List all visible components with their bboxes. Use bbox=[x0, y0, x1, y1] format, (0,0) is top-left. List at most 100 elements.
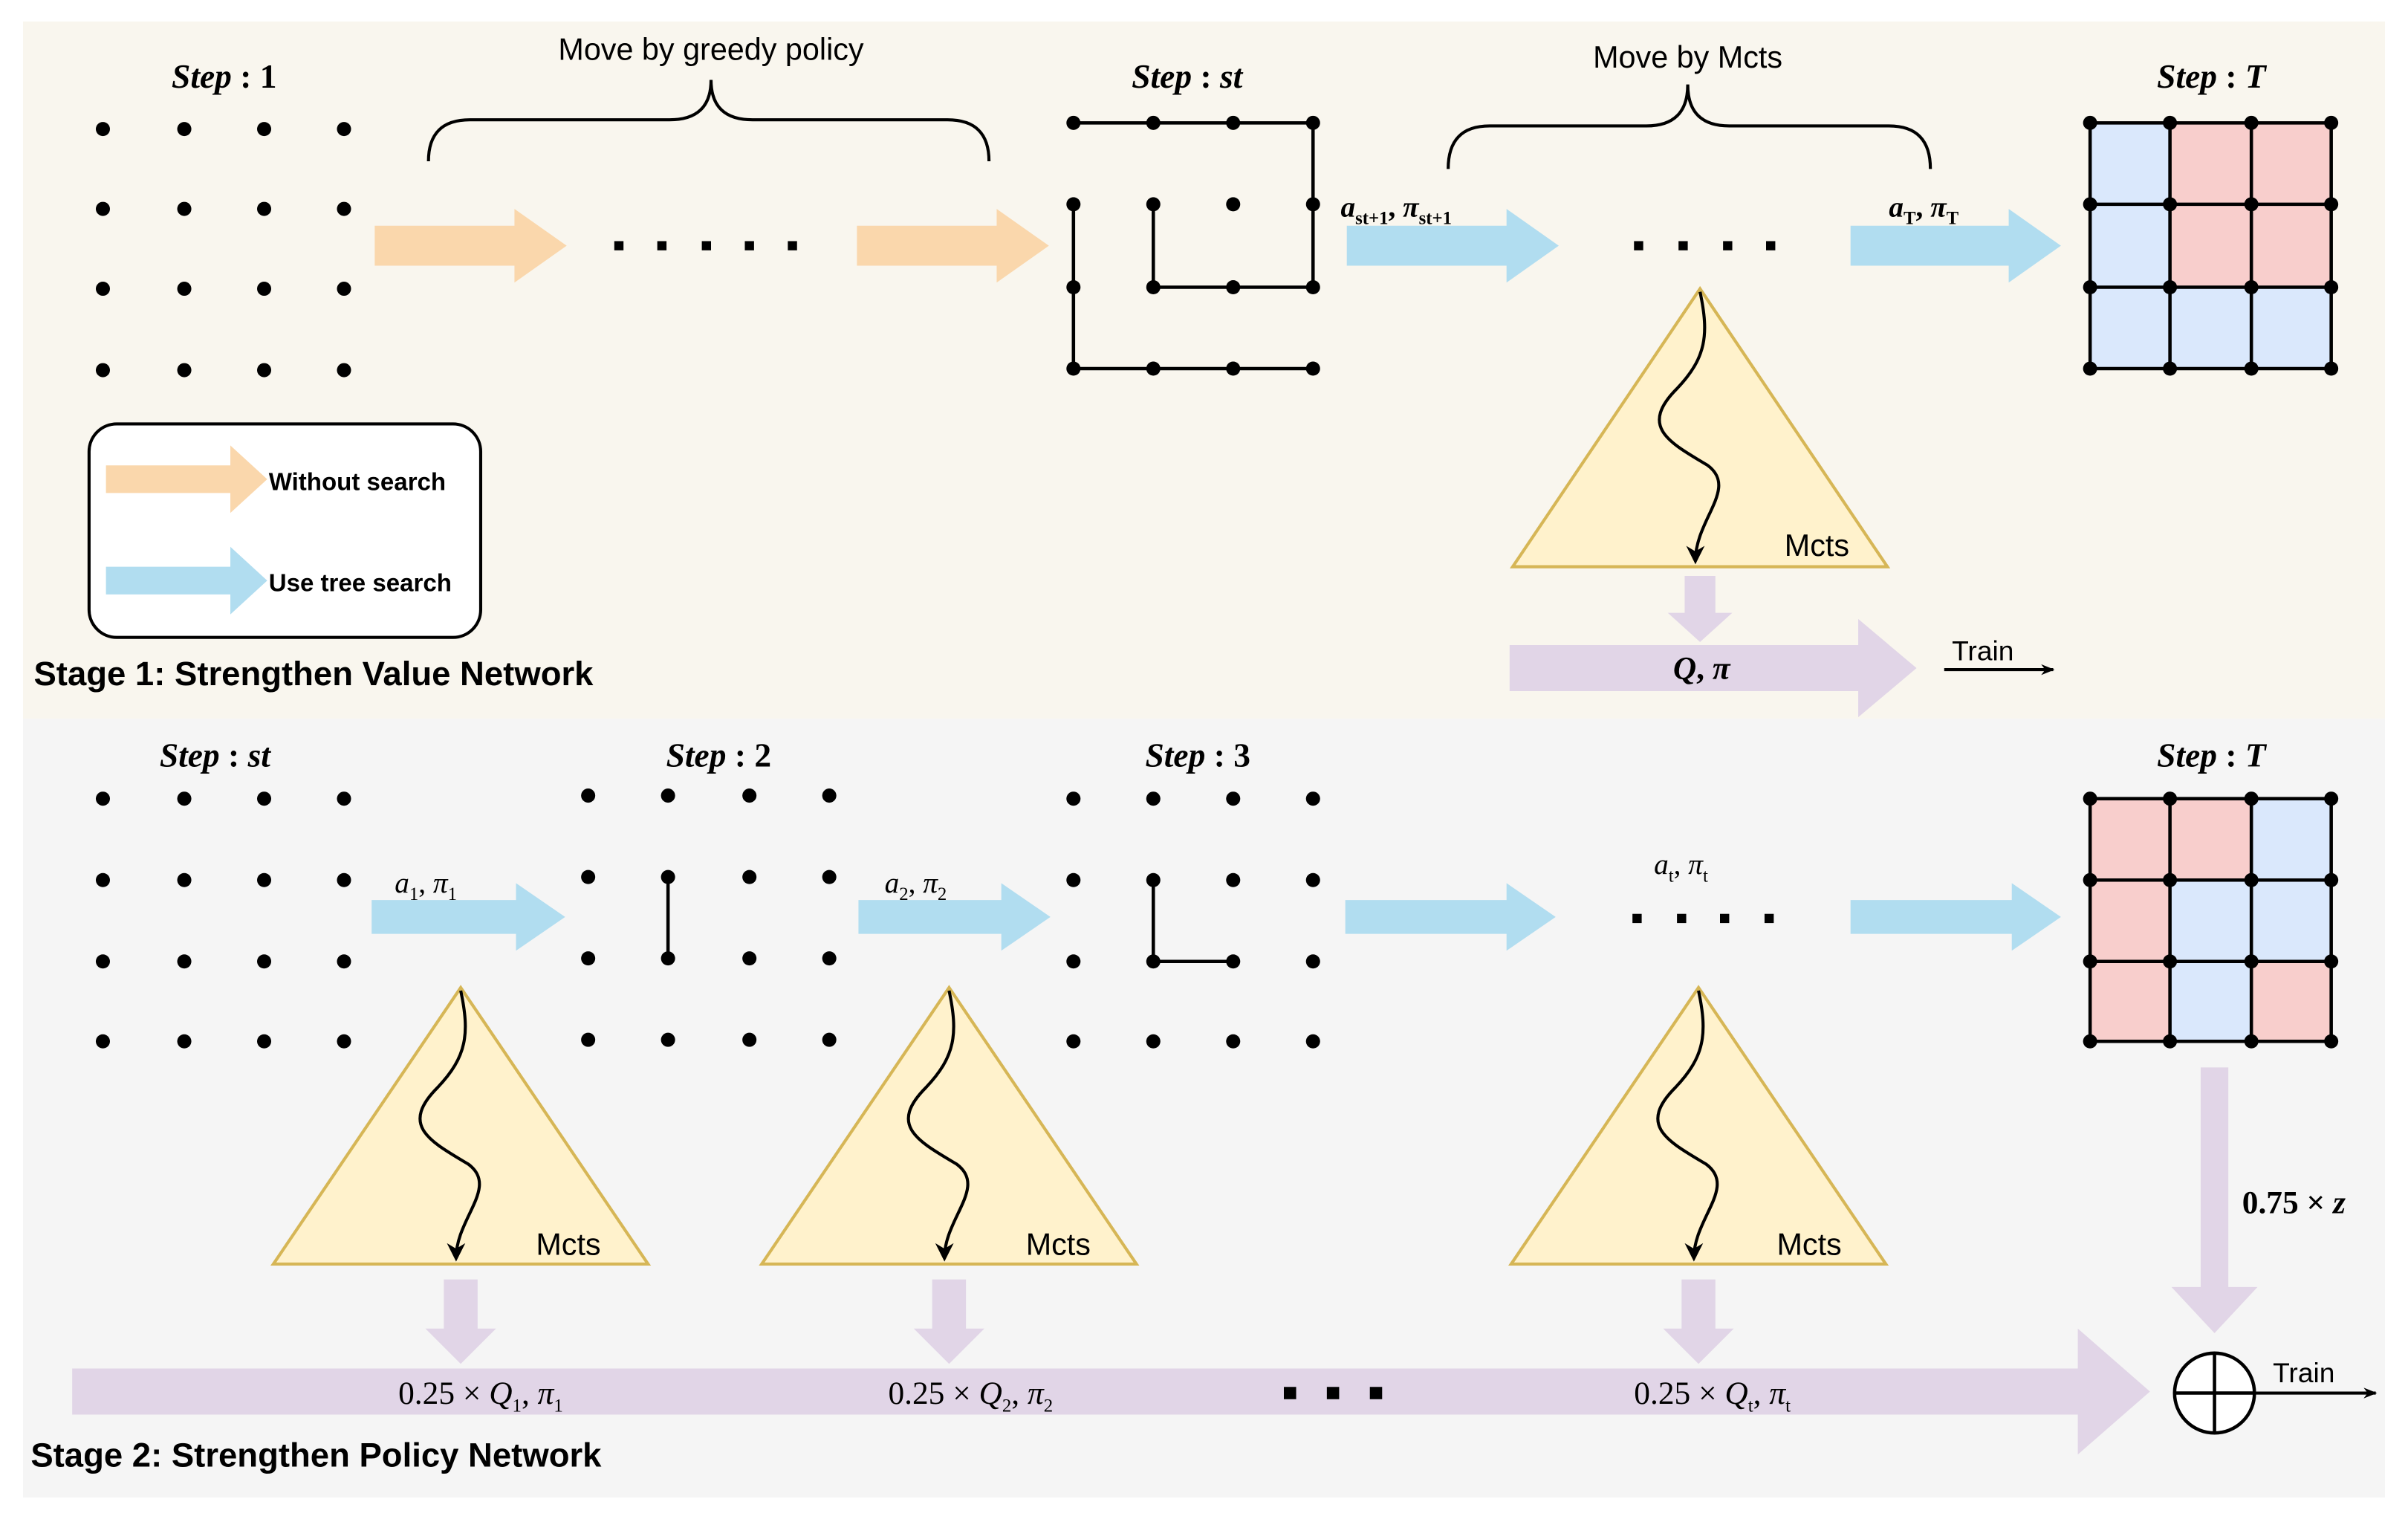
tree-search-arrow-T bbox=[1850, 883, 2061, 951]
stage1-step-st-title: Step : st bbox=[1132, 57, 1243, 95]
ellipsis-dot bbox=[1632, 913, 1642, 924]
grid-dot bbox=[177, 1034, 192, 1049]
ellipsis-dot bbox=[614, 241, 624, 250]
policy-target-label-2: 0.25 × Q2, π2 bbox=[888, 1376, 1053, 1416]
grid-dot bbox=[257, 791, 272, 806]
grid-dot bbox=[2324, 872, 2339, 887]
mcts-tree-2: Mcts bbox=[759, 985, 1140, 1266]
stage2-board-step-2 bbox=[581, 788, 837, 1047]
grid-dot bbox=[337, 201, 351, 216]
grid-dot bbox=[1146, 1034, 1161, 1049]
grid-dot bbox=[1305, 1034, 1320, 1049]
board-cell-blue bbox=[2170, 287, 2252, 369]
grid-dot bbox=[1146, 872, 1161, 887]
ellipsis-dot bbox=[1764, 913, 1774, 924]
stage1-title: Stage 1: Strengthen Value Network bbox=[33, 655, 594, 693]
grid-dot bbox=[2324, 1034, 2339, 1049]
grid-dot bbox=[742, 1032, 757, 1047]
grid-dot bbox=[661, 788, 675, 803]
ellipsis-dot bbox=[1634, 241, 1643, 250]
grid-dot bbox=[337, 282, 351, 297]
grid-dot bbox=[95, 363, 110, 378]
grid-dot bbox=[257, 954, 272, 969]
stage1-board-step-st bbox=[1066, 115, 1320, 376]
grid-dot bbox=[1226, 197, 1241, 212]
grid-dot bbox=[337, 791, 351, 806]
grid-dot bbox=[2324, 361, 2339, 376]
legend-box bbox=[87, 422, 483, 639]
grid-dot bbox=[742, 788, 757, 803]
grid-dot bbox=[2244, 954, 2259, 969]
mcts-output-down-arrow bbox=[1667, 576, 1733, 642]
mcts-search-path bbox=[418, 990, 481, 1262]
grid-dot bbox=[2083, 872, 2097, 887]
mcts-output-down-arrow-2 bbox=[913, 1279, 984, 1364]
mcts-tree: Mcts bbox=[1510, 285, 1891, 569]
stage2-train-label: Train bbox=[2273, 1357, 2334, 1388]
policy-target-ellipsis bbox=[1283, 1387, 1383, 1399]
grid-dot bbox=[2244, 197, 2259, 212]
grid-dot bbox=[1066, 791, 1081, 806]
grid-dot bbox=[337, 872, 351, 887]
board-cell-pink bbox=[2251, 204, 2331, 288]
grid-dot bbox=[2083, 197, 2097, 212]
stage1: Step : 1 Step : st Step : T Move by gree… bbox=[33, 33, 2339, 718]
grid-dot bbox=[822, 869, 837, 884]
ellipsis-dot bbox=[1720, 913, 1730, 924]
board-cell-pink bbox=[2170, 204, 2252, 288]
grid-dot bbox=[2244, 791, 2259, 806]
grid-dot bbox=[257, 363, 272, 378]
grid-dot bbox=[177, 201, 192, 216]
ellipsis-dot bbox=[744, 241, 754, 250]
grid-dot bbox=[95, 872, 110, 887]
stage2-board-step-st bbox=[95, 791, 351, 1049]
stage2-action-label-2: a2, π2 bbox=[885, 867, 947, 904]
stage1-action-label-T: aT, πT bbox=[1889, 191, 1958, 228]
grid-dot bbox=[1226, 115, 1241, 130]
ellipsis-dot bbox=[701, 241, 712, 250]
grid-dot bbox=[1066, 115, 1081, 130]
stage2: Step : st Step : 2 Step : 3 Step : T a1,… bbox=[30, 736, 2378, 1474]
board-cell-blue bbox=[2170, 880, 2252, 962]
tree-search-arrow-st1 bbox=[1346, 209, 1559, 283]
grid-dot bbox=[2324, 197, 2339, 212]
grid-dot bbox=[2244, 115, 2259, 130]
grid-dot bbox=[95, 1034, 110, 1049]
grid-dot bbox=[1146, 197, 1161, 212]
mcts-label: Mcts bbox=[1776, 1228, 1841, 1262]
legend: Without search Use tree search bbox=[87, 422, 483, 639]
grid-dot bbox=[1066, 1034, 1081, 1049]
policy-target-label-t: 0.25 × Qt, πt bbox=[1634, 1376, 1791, 1416]
mcts-brace-label: Move by Mcts bbox=[1593, 40, 1782, 74]
grid-dot bbox=[2083, 115, 2097, 130]
greedy-arrow-2 bbox=[857, 209, 1049, 283]
greedy-brace bbox=[426, 80, 991, 162]
grid-dot bbox=[95, 954, 110, 969]
grid-dot bbox=[2083, 361, 2097, 376]
grid-dot bbox=[1305, 115, 1320, 130]
grid-dot bbox=[2163, 954, 2178, 969]
grid-dot bbox=[257, 201, 272, 216]
sum-node-icon bbox=[2172, 1351, 2256, 1435]
grid-dot bbox=[1066, 954, 1081, 969]
grid-dot bbox=[581, 951, 596, 966]
mcts-search-path bbox=[906, 990, 970, 1262]
grid-dot bbox=[2083, 791, 2097, 806]
grid-dot bbox=[2163, 1034, 2178, 1049]
value-target-arrow bbox=[1509, 618, 1917, 718]
policy-target-label-1: 0.25 × Q1, π1 bbox=[398, 1376, 563, 1416]
grid-dot bbox=[1305, 954, 1320, 969]
grid-dot bbox=[581, 788, 596, 803]
mcts-output-down-arrow-1 bbox=[425, 1279, 496, 1364]
grid-dot bbox=[822, 951, 837, 966]
grid-dot bbox=[1146, 115, 1161, 130]
grid-dot bbox=[2163, 791, 2178, 806]
board-cell-pink bbox=[2170, 123, 2252, 204]
ellipsis-dot bbox=[1678, 241, 1688, 250]
board-cell-blue bbox=[2251, 287, 2331, 369]
grid-dot bbox=[661, 1032, 675, 1047]
ellipsis-dot bbox=[657, 241, 667, 250]
grid-dot bbox=[2324, 115, 2339, 130]
grid-dot bbox=[742, 869, 757, 884]
